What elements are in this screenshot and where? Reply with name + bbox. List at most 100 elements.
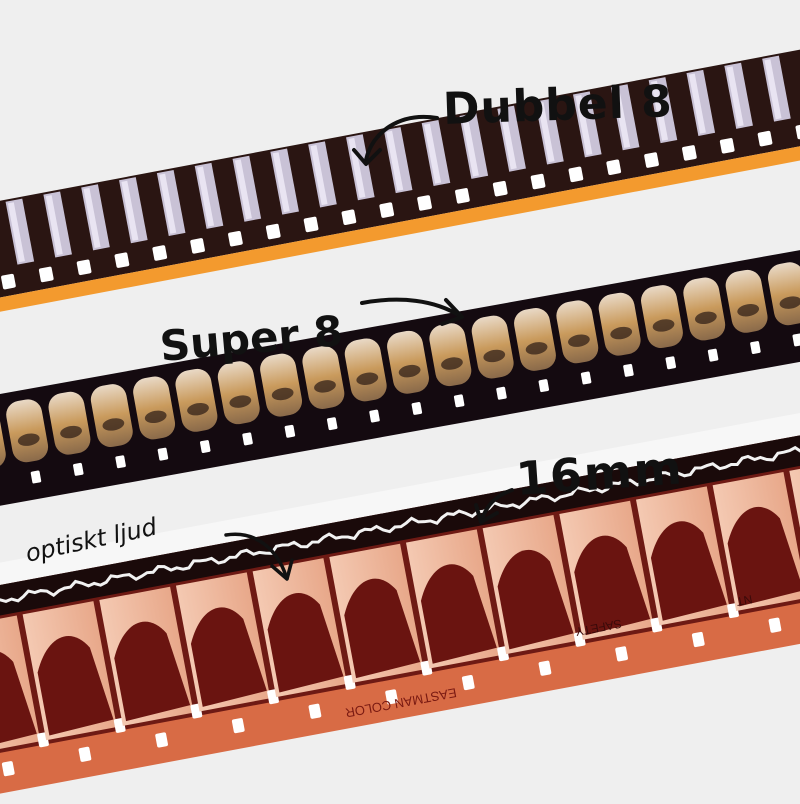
dubbel8-perforation bbox=[379, 202, 395, 218]
sixteen-perforation-lower bbox=[308, 703, 322, 719]
dubbel8-perforation bbox=[38, 266, 54, 283]
sixteen-frame-silhouette bbox=[574, 535, 651, 636]
sixteen-frame-silhouette bbox=[0, 650, 37, 750]
dubbel8-perforation bbox=[606, 159, 622, 175]
sixteen-frame-silhouette bbox=[650, 521, 727, 621]
super8-frame bbox=[556, 300, 599, 364]
sixteen-dark-top-band bbox=[0, 425, 800, 630]
super8-perforation bbox=[665, 356, 677, 370]
super8-frame-subject bbox=[483, 349, 506, 363]
super8-frame-subject bbox=[525, 342, 548, 355]
dubbel8-perforation bbox=[265, 223, 281, 240]
super8-frame-subject bbox=[441, 357, 463, 370]
super8-perforation bbox=[707, 348, 719, 362]
sixteen-frame-silhouette bbox=[267, 593, 344, 693]
dubbel8-perforation bbox=[341, 209, 357, 226]
super8-frame-subject bbox=[271, 387, 294, 401]
super8-perforation bbox=[623, 363, 634, 377]
super8-frame bbox=[598, 292, 641, 356]
super8-frame bbox=[48, 391, 91, 455]
super8-frame-subject bbox=[737, 304, 760, 317]
super8-frame bbox=[514, 307, 556, 371]
sixteen-frame-silhouette bbox=[420, 564, 497, 664]
sixteen-frame-silhouette bbox=[190, 607, 267, 707]
dubbel8-perforation bbox=[492, 180, 508, 197]
super8-perforation bbox=[157, 447, 169, 461]
sixteen-frames bbox=[0, 457, 800, 777]
super8-frame bbox=[175, 368, 218, 432]
super8-frames bbox=[0, 262, 800, 484]
dubbel8-frame-highlight bbox=[234, 159, 252, 220]
super8-perforation bbox=[750, 341, 761, 354]
super8-frame-subject bbox=[568, 334, 590, 347]
sixteen-frame-silhouette bbox=[344, 578, 421, 679]
super8-frame-subject bbox=[356, 372, 379, 385]
dubbel8-perforation bbox=[644, 152, 659, 168]
super8-frame-subject bbox=[694, 311, 717, 325]
dubbel8-orange-edge bbox=[0, 131, 800, 322]
super8-frame-subject bbox=[102, 418, 125, 431]
sixteen-white-leader bbox=[0, 403, 800, 600]
arrow-sixteen bbox=[474, 488, 514, 524]
optical-soundtrack bbox=[0, 438, 800, 619]
sixteen-frame-silhouette bbox=[37, 636, 114, 736]
dubbel8-frame-highlight bbox=[575, 95, 593, 156]
dubbel8-film-strip bbox=[0, 37, 800, 322]
super8-frame bbox=[429, 323, 472, 387]
super8-perforation bbox=[580, 371, 592, 385]
sixteen-orange-edge bbox=[0, 587, 800, 802]
dubbel8-perforation bbox=[795, 123, 800, 140]
dubbel8-perforation bbox=[228, 230, 243, 247]
super8-perforation bbox=[496, 386, 507, 400]
dubbel8-perforation bbox=[757, 130, 773, 147]
super8-perforation bbox=[284, 424, 296, 438]
dubbel8-frame-highlight bbox=[7, 202, 25, 263]
dubbel8-frame-highlight bbox=[83, 187, 101, 249]
super8-frame bbox=[641, 285, 683, 349]
arrow-optical bbox=[224, 532, 294, 581]
dubbel8-frame-highlight bbox=[45, 195, 63, 256]
sixteen-frame-silhouette bbox=[114, 621, 191, 722]
super8-frame-subject bbox=[229, 395, 252, 408]
sixteen-perforation-lower bbox=[615, 646, 628, 662]
super8-frame-subject bbox=[187, 402, 209, 416]
super8-frame bbox=[387, 330, 429, 394]
super8-perforation bbox=[326, 417, 338, 431]
super8-perforation bbox=[30, 470, 42, 484]
sixteen-frame-silhouette bbox=[727, 507, 800, 607]
sixteen-perforation-lower bbox=[768, 617, 782, 633]
super8-film-strip bbox=[0, 238, 800, 515]
dubbel8-frame-highlight bbox=[461, 116, 479, 177]
super8-frame bbox=[302, 346, 345, 409]
dubbel8-frame-highlight bbox=[121, 180, 139, 241]
arrow-super8 bbox=[360, 297, 464, 326]
sixteen-perforation-lower bbox=[78, 746, 92, 762]
dubbel8-frame-highlight bbox=[272, 152, 290, 213]
dubbel8-frame-highlight bbox=[386, 130, 404, 191]
super8-frame bbox=[683, 277, 726, 341]
dubbel8-frame-highlight bbox=[537, 102, 555, 163]
dubbel8-perforation bbox=[455, 188, 470, 204]
dubbel8-perforation bbox=[190, 238, 205, 254]
dubbel8-frame-highlight bbox=[726, 66, 744, 127]
dubbel8-perforation bbox=[417, 195, 432, 211]
super8-perforation bbox=[792, 333, 800, 347]
dubbel8-frames bbox=[1, 55, 800, 290]
super8-perforation bbox=[411, 401, 423, 415]
sixteen-perforation-lower bbox=[155, 732, 168, 748]
super8-frame-subject bbox=[17, 433, 40, 446]
super8-frame bbox=[260, 353, 303, 417]
sixteen-perforation-lower bbox=[691, 631, 705, 648]
sixteen-mm-film-strip: SAFETY EASTMAN COLOR NT bbox=[0, 403, 800, 802]
super8-perforation bbox=[453, 394, 465, 408]
dubbel8-perforation bbox=[568, 166, 584, 183]
dubbel8-frame-highlight bbox=[499, 109, 517, 170]
super8-frame-subject bbox=[398, 364, 421, 378]
sixteen-perforation-lower bbox=[1, 761, 15, 777]
super8-perforation bbox=[199, 440, 211, 453]
label-dubbel8: Dubbel 8 bbox=[442, 75, 674, 135]
dubbel8-perforation bbox=[76, 259, 92, 276]
super8-perforation bbox=[115, 455, 126, 469]
